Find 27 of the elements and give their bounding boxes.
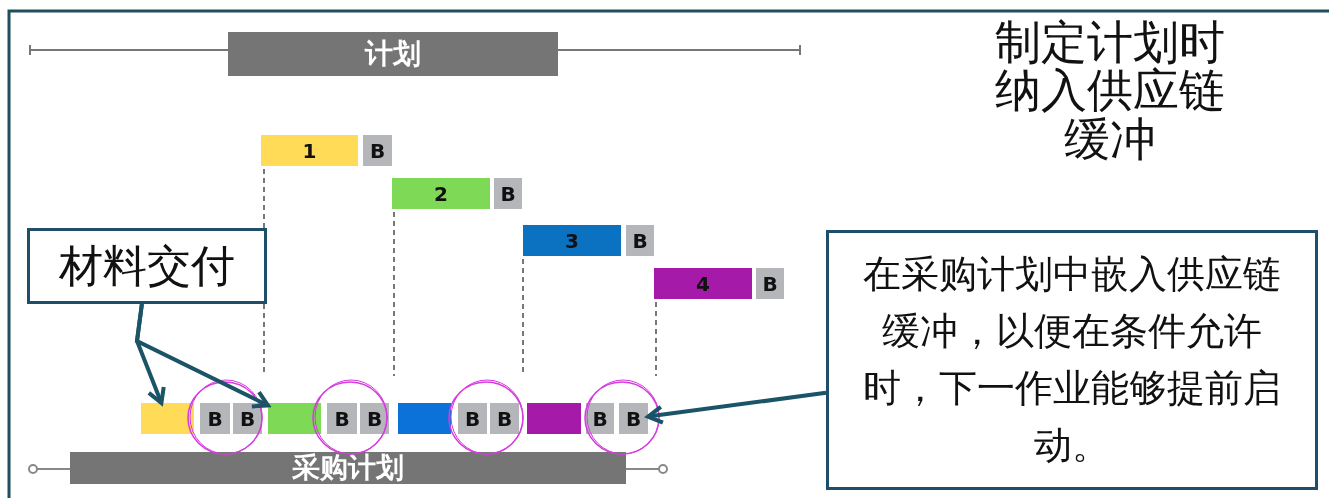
phase-band: 采购计划 [70, 452, 626, 484]
buffer-block: B [327, 403, 357, 434]
buffer-block: B [619, 403, 648, 434]
buffer-block: B [200, 403, 230, 434]
task-bar: 3 [523, 225, 621, 256]
buffer-block: B [756, 268, 784, 299]
buffer-block: B [363, 135, 392, 166]
task-bar: 4 [654, 268, 752, 299]
callout-box: 在采购计划中嵌入供应链缓冲，以便在条件允许时，下一作业能够提前启动。 [826, 230, 1318, 490]
buffer-block: B [586, 403, 614, 434]
phase-band: 计划 [228, 32, 558, 76]
task-bar [527, 403, 581, 434]
task-bar: 2 [392, 178, 490, 209]
task-bar [398, 403, 451, 434]
callout-box: 材料交付 [27, 228, 267, 304]
buffer-block: B [458, 403, 487, 434]
task-bar [141, 403, 194, 434]
buffer-block: B [494, 178, 522, 209]
arrow [646, 390, 827, 425]
buffer-block: B [626, 225, 654, 256]
buffer-block: B [360, 403, 389, 434]
buffer-block: B [490, 403, 519, 434]
buffer-block: B [233, 403, 262, 434]
task-bar [268, 403, 321, 434]
task-bar: 1 [261, 135, 358, 166]
arrow [134, 303, 270, 409]
title: 制定计划时纳入供应链缓冲 [994, 18, 1226, 163]
